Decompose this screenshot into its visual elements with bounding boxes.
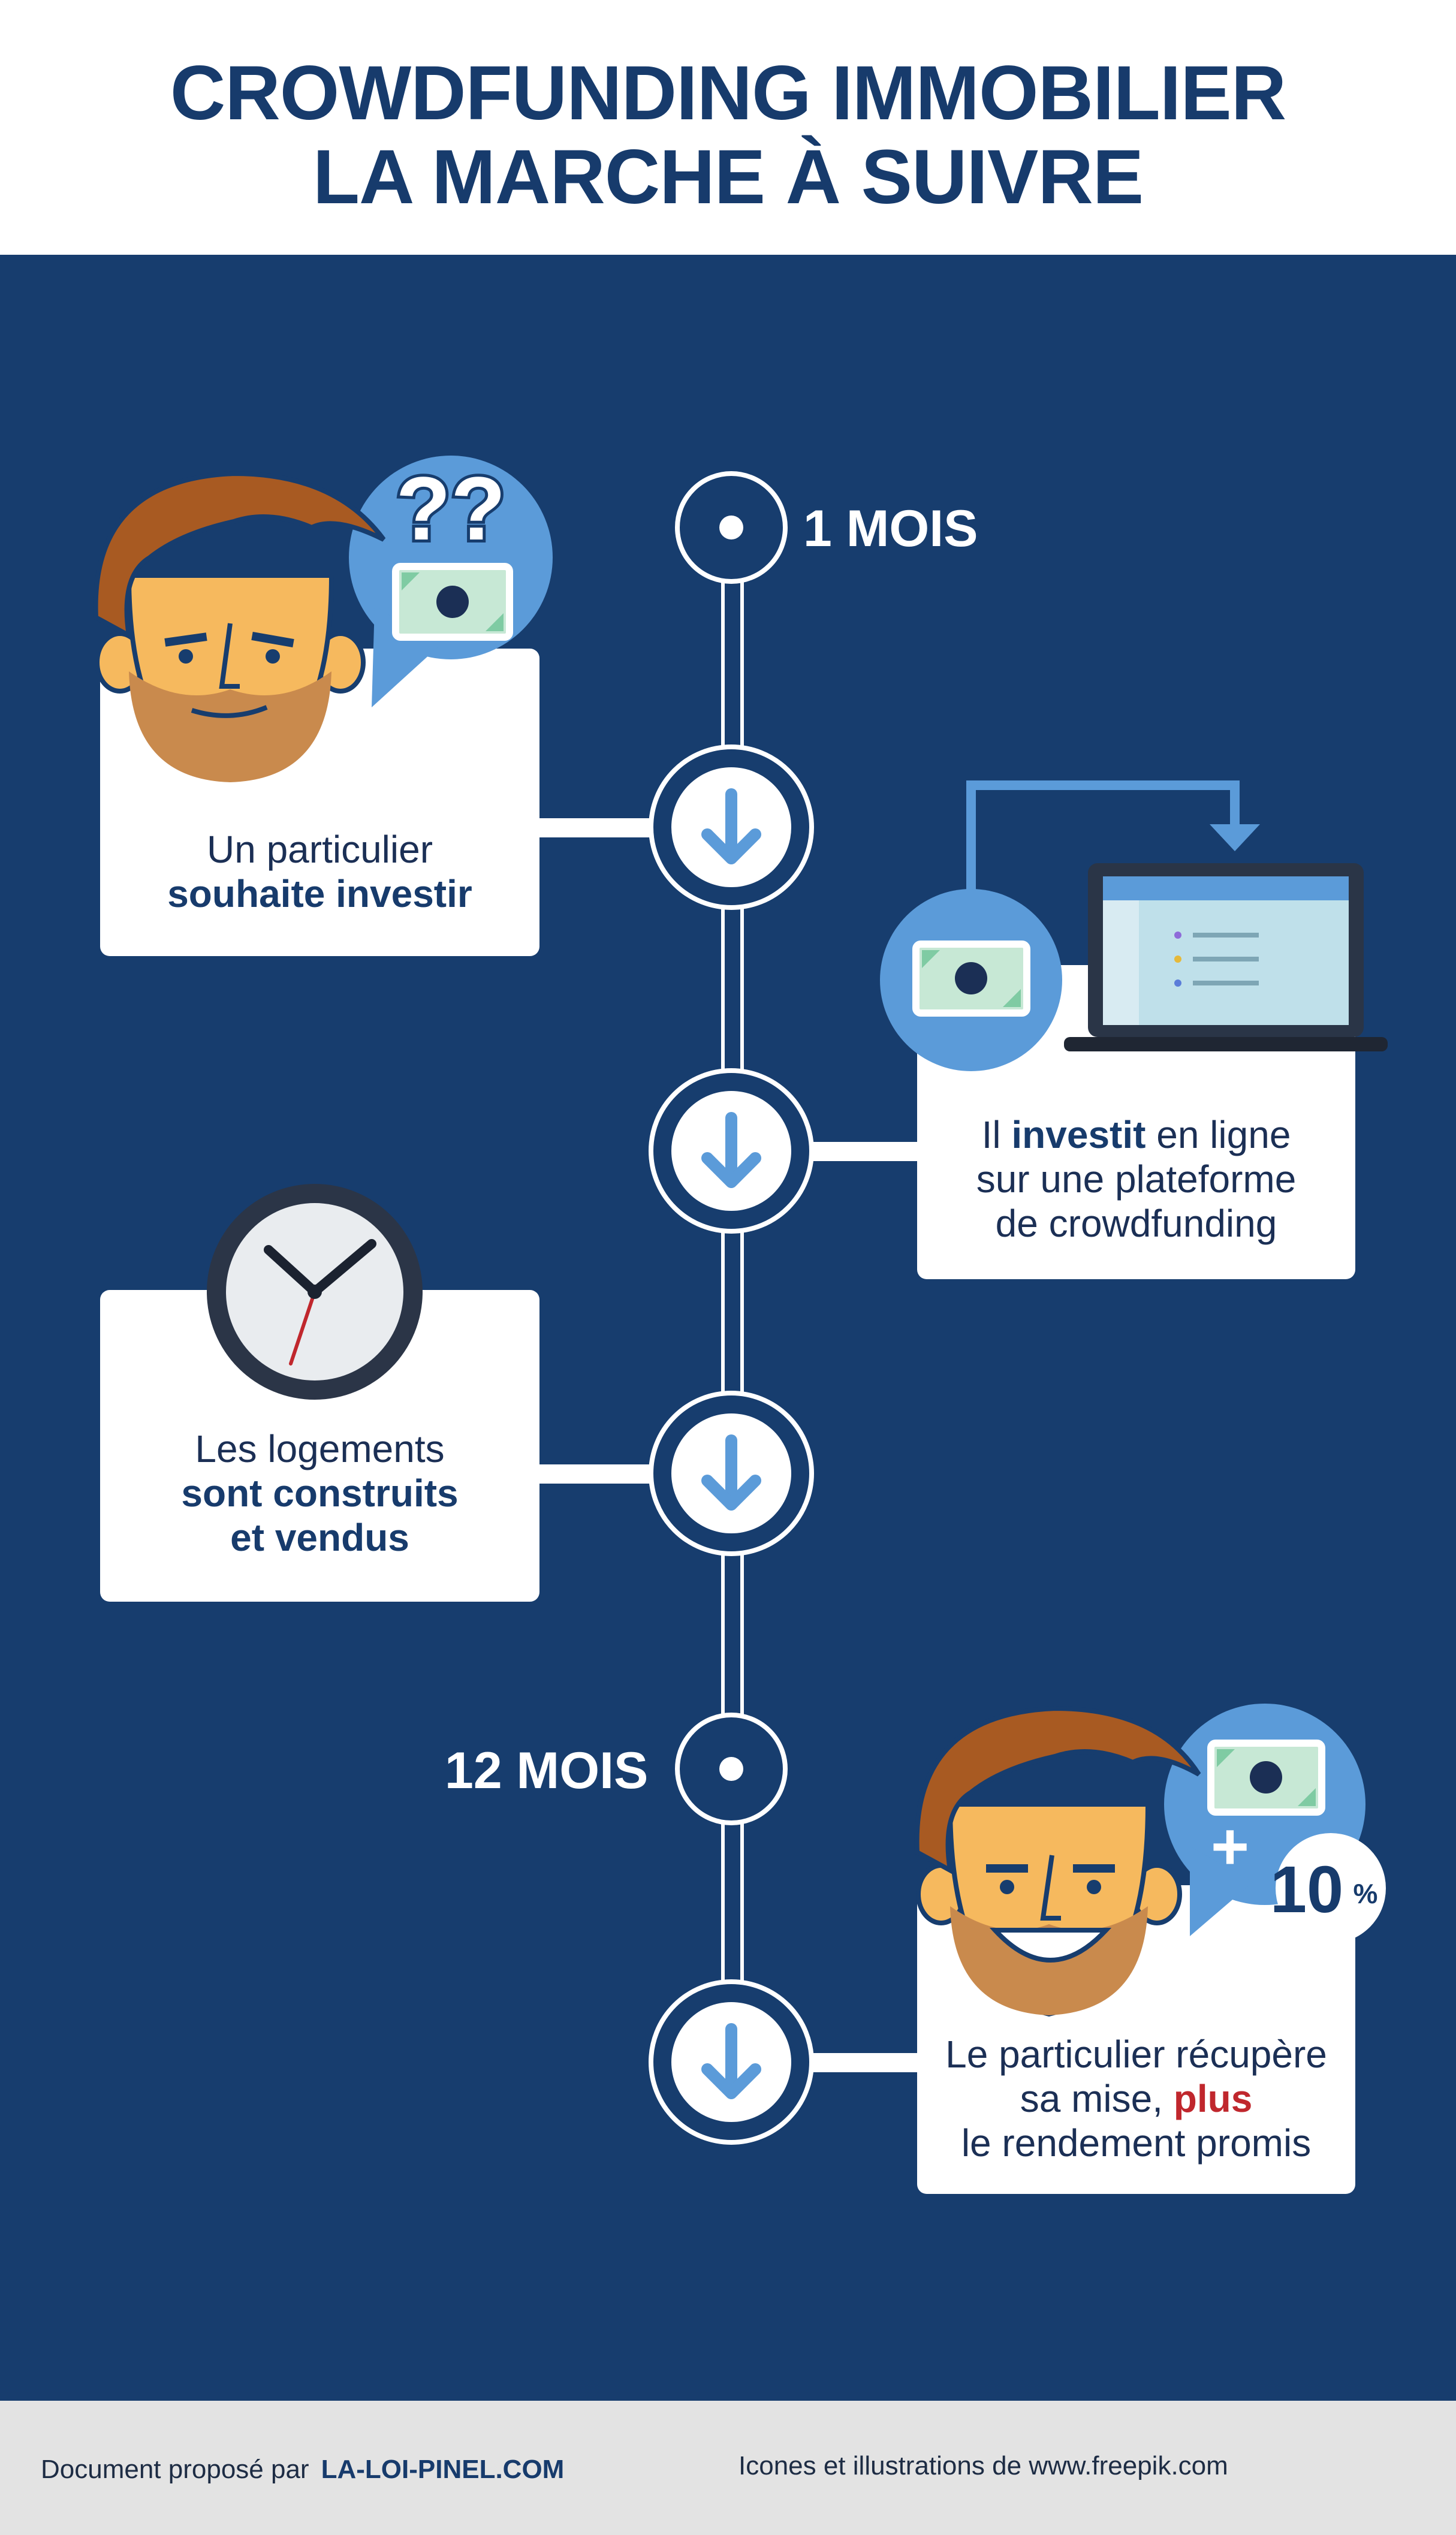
milestone-end-dot — [675, 1713, 788, 1825]
step-2-text: Il investit en ligne sur une plateforme … — [917, 1113, 1355, 1246]
gain-plus-text: + — [1211, 1810, 1249, 1883]
laptop-icon — [966, 780, 1388, 1051]
step-node-2 — [649, 1068, 814, 1234]
clock-icon — [207, 1184, 423, 1400]
arrow-down-icon — [701, 2023, 761, 2099]
money-circle-icon — [880, 889, 1062, 1071]
question-mark-text: ?? — [396, 458, 505, 559]
step-3-line-1: Les logements — [195, 1427, 445, 1470]
footer-brand-link[interactable]: LA-LOI-PINEL.COM — [321, 2455, 565, 2484]
puzzled-man-icon — [93, 471, 386, 782]
footer-credits: Icones et illustrations de www.freepik.c… — [738, 2451, 1228, 2480]
step-1-line-1: Un particulier — [206, 828, 433, 871]
step-4-text: Le particulier récupère sa mise, plus le… — [917, 2032, 1355, 2165]
step-node-4 — [649, 1979, 814, 2145]
step-2-line-1-pre: Il — [981, 1113, 1012, 1156]
gain-bubble-icon: + 10 % — [1164, 1704, 1386, 1943]
step-node-1 — [649, 744, 814, 910]
arrow-down-icon — [701, 1434, 761, 1511]
footer — [0, 2401, 1456, 2535]
step-4-line-3: le rendement promis — [961, 2121, 1312, 2165]
step-2-line-2: sur une plateforme — [976, 1158, 1297, 1201]
step-2-line-1-bold: investit — [1011, 1113, 1146, 1156]
banknote-icon — [392, 563, 513, 641]
connector-3 — [539, 1464, 665, 1484]
title-line-1: CROWDFUNDING IMMOBILIER — [170, 50, 1286, 136]
step-2-line-1-post: en ligne — [1145, 1113, 1291, 1156]
end-duration-label: 12 MOIS — [445, 1742, 649, 1799]
footer-proposed-by: Document proposé par — [41, 2455, 309, 2484]
banknote-icon — [1207, 1740, 1325, 1816]
footer-attribution: Document proposé par LA-LOI-PINEL.COM — [41, 2455, 564, 2485]
step-3-line-3: et vendus — [230, 1516, 409, 1559]
arrow-down-icon — [701, 788, 761, 864]
start-duration-label: 1 MOIS — [803, 500, 978, 557]
question-bubble-icon: ?? — [349, 455, 553, 707]
step-4-line-1: Le particulier récupère — [945, 2033, 1327, 2076]
step-node-3 — [649, 1391, 814, 1556]
gain-value-text: 10 — [1270, 1853, 1343, 1927]
arrow-down-icon — [701, 1112, 761, 1188]
step-3-text: Les logements sont construits et vendus — [100, 1427, 539, 1560]
title-line-2: LA MARCHE À SUIVRE — [312, 134, 1144, 220]
gain-unit-text: % — [1353, 1878, 1378, 1909]
step-1-line-2: souhaite investir — [167, 872, 472, 915]
step-2-line-3: de crowdfunding — [995, 1202, 1277, 1245]
step-4-line-2-pre: sa mise, — [1020, 2077, 1174, 2120]
connector-1 — [539, 818, 665, 837]
step-3-line-2: sont construits — [181, 1472, 459, 1515]
step-1-text: Un particulier souhaite investir — [100, 827, 539, 916]
smiling-man-icon — [914, 1705, 1201, 2017]
milestone-start-dot — [675, 471, 788, 584]
header: CROWDFUNDING IMMOBILIER LA MARCHE À SUIV… — [0, 0, 1456, 255]
step-4-line-2-red: plus — [1173, 2077, 1253, 2120]
